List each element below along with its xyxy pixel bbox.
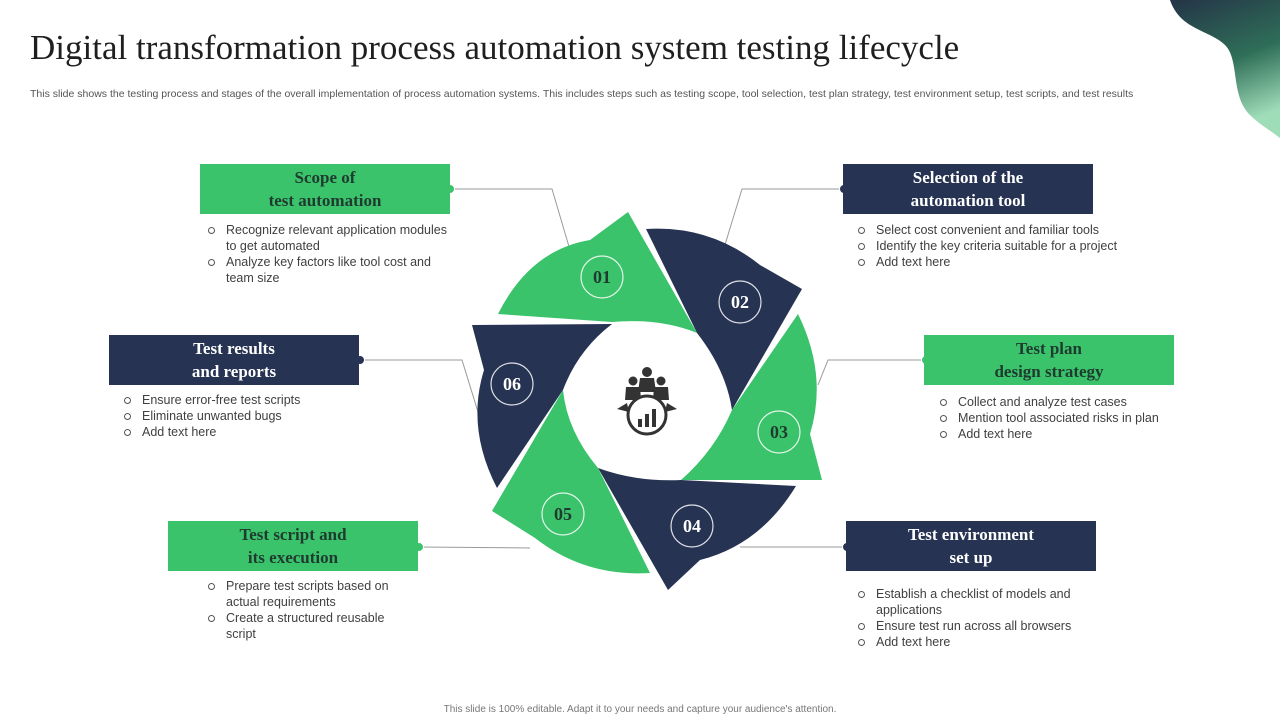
step-number-03: 03 [770,422,788,442]
step-01-label: Scope of test automation [200,164,450,214]
step-01-label-line-1: Scope of [294,168,356,187]
step-01-label-line-2: test automation [268,191,382,210]
segment-02 [646,228,802,410]
team-chart-icon [617,367,677,436]
connector-01 [450,188,571,251]
segment-04 [598,468,796,590]
step-circle-05 [541,492,585,536]
page-title: Digital transformation process automatio… [30,28,960,67]
segment-05 [492,390,650,574]
bullet-item: Collect and analyze test cases [940,394,1240,410]
connector-05 [418,546,531,549]
step-number-04: 04 [683,516,701,536]
bullet-item: Prepare test scripts based on actual req… [208,578,408,610]
bullet-item: Create a structured reusable script [208,610,408,642]
bullet-item: Select cost convenient and familiar tool… [858,222,1158,238]
step-02-label-line-2: automation tool [910,191,1026,210]
step-05-label-line-2: its execution [247,548,339,567]
segment-06 [472,324,612,488]
step-03-label: Test plan design strategy [924,335,1174,385]
step-05-bullets: Prepare test scripts based on actual req… [208,578,408,642]
step-04-label: Test environment set up [846,521,1096,571]
footer-note: This slide is 100% editable. Adapt it to… [443,704,837,715]
bullet-item: Add text here [858,634,1088,650]
bullet-item: Mention tool associated risks in plan [940,410,1240,426]
step-circle-03 [757,410,801,454]
step-01-bullets: Recognize relevant application modules t… [208,222,448,286]
step-number-01: 01 [593,267,611,287]
step-circle-01 [580,255,624,299]
bullet-item: Ensure test run across all browsers [858,618,1088,634]
connector-06 [360,359,479,413]
step-02-bullets: Select cost convenient and familiar tool… [858,222,1158,270]
step-number-05: 05 [554,504,572,524]
bullet-item: Analyze key factors like tool cost and t… [208,254,448,286]
segment-03 [681,314,822,480]
corner-decoration [1170,0,1280,138]
step-number-02: 02 [731,292,749,312]
step-06-label: Test results and reports [109,335,359,385]
step-06-label-line-1: Test results [193,339,275,358]
step-02-label-line-1: Selection of the [912,168,1024,187]
bullet-item: Add text here [124,424,354,440]
bullet-item: Identify the key criteria suitable for a… [858,238,1158,254]
segment-01 [498,212,697,333]
step-circle-06 [490,362,534,406]
step-03-label-line-2: design strategy [994,362,1104,381]
step-06-label-line-2: and reports [191,362,277,381]
step-circle-04 [670,504,714,548]
bullet-item: Eliminate unwanted bugs [124,408,354,424]
step-02-label: Selection of the automation tool [843,164,1093,214]
step-circle-02 [718,280,762,324]
step-04-label-line-2: set up [949,548,993,567]
connector-03 [817,359,926,386]
connector-02 [723,188,844,249]
step-number-06: 06 [503,374,521,394]
step-05-label: Test script and its execution [168,521,418,571]
step-04-label-line-1: Test environment [907,525,1035,544]
step-03-label-line-1: Test plan [1016,339,1082,358]
step-03-bullets: Collect and analyze test cases Mention t… [940,394,1240,442]
bullet-item: Add text here [858,254,1158,270]
bullet-item: Add text here [940,426,1240,442]
step-06-bullets: Ensure error-free test scripts Eliminate… [124,392,354,440]
bullet-item: Ensure error-free test scripts [124,392,354,408]
step-05-label-line-1: Test script and [239,525,347,544]
bullet-item: Recognize relevant application modules t… [208,222,448,254]
bullet-item: Establish a checklist of models and appl… [858,586,1088,618]
step-04-bullets: Establish a checklist of models and appl… [858,586,1088,650]
page-subtitle: This slide shows the testing process and… [30,88,1134,100]
